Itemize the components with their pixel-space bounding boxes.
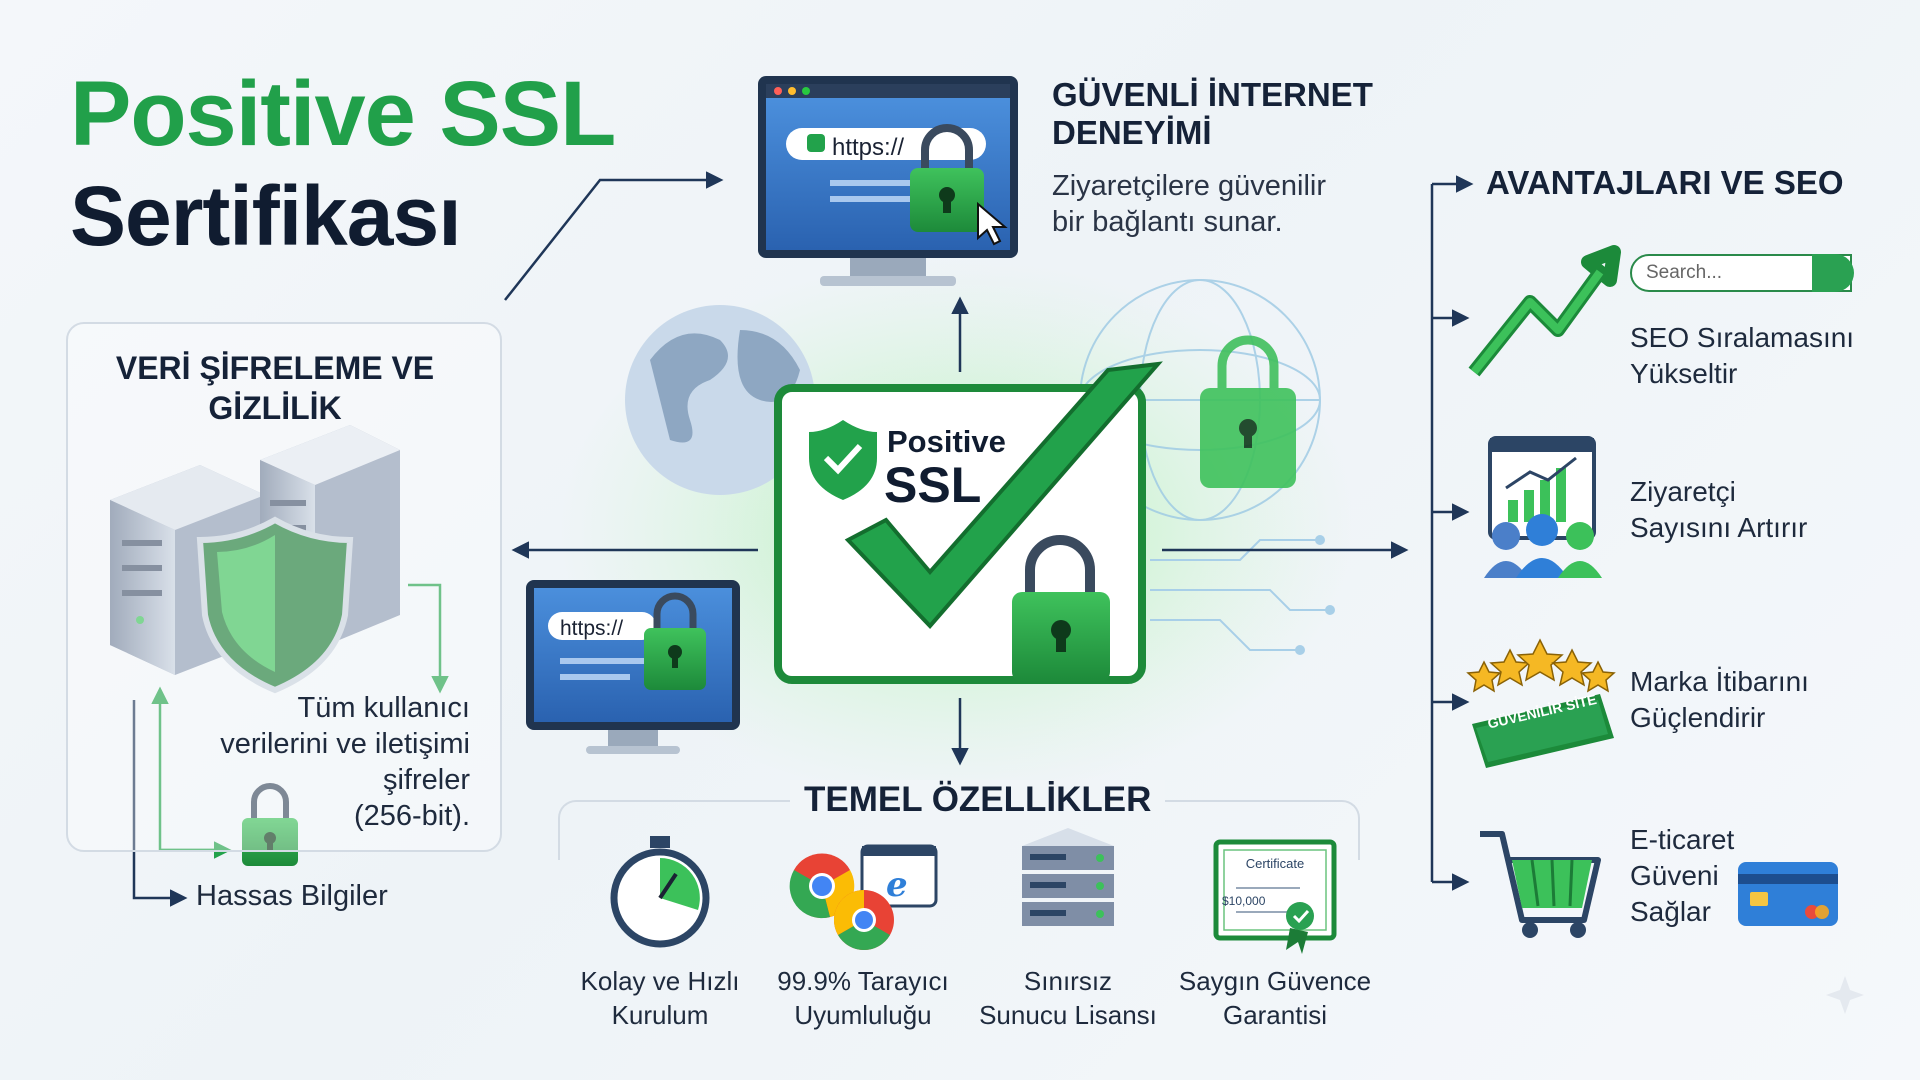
avantaj-item-marka: Marka İtibarını Güçlendirir: [1630, 666, 1809, 733]
url-small: https://: [560, 617, 624, 640]
shopping-cart-icon: [1480, 831, 1601, 938]
guvenli-description: Ziyaretçilere güvenilir bir bağlantı sun…: [1052, 170, 1326, 238]
ssl-brand-line2: SSL: [884, 457, 982, 513]
feature-tarayici: 99.9% Tarayıcı Uyumluluğu: [777, 966, 949, 1030]
avantaj-item-eticaret: E-ticaret Güveni Sağlar: [1630, 824, 1735, 927]
avantaj-item-ziyaretci: Ziyaretçi Sayısını Artırır: [1630, 476, 1808, 543]
certificate-title: Certificate: [1245, 856, 1305, 871]
url-lock-icon: [807, 134, 825, 152]
arrow-encrypt-down: [408, 583, 449, 694]
avantaj-heading: AVANTAJLARI VE SEO: [1486, 164, 1844, 201]
arrow-to-hassas: [132, 700, 188, 907]
hassas-label: Hassas Bilgiler: [196, 880, 388, 912]
veri-panel: [66, 322, 502, 852]
globe-icon: [625, 305, 815, 495]
avantaj-item-seo: SEO Sıralamasını Yükseltir: [1630, 322, 1855, 389]
lock-icon-top-monitor: [910, 124, 984, 232]
shield-icon: [196, 516, 354, 694]
veri-heading: VERİ ŞİFRELEME VE GİZLİLİK: [115, 350, 435, 426]
badge-ribbon: [1472, 694, 1614, 768]
feature-kurulum: Kolay ve Hızlı Kurulum: [580, 966, 740, 1030]
credit-card-icon: [1738, 862, 1838, 926]
ssl-brand-line1: Positive: [887, 424, 1006, 459]
stopwatch-icon: [610, 836, 710, 948]
lock-icon-hassas: [242, 783, 298, 866]
lock-icon-center: [1012, 535, 1110, 682]
growth-arrow-icon: [1468, 245, 1621, 377]
avantaj-bracket: [1430, 175, 1474, 891]
search-button[interactable]: [1812, 254, 1854, 292]
url-top: https://: [832, 134, 905, 161]
monitor-icon-small: [526, 580, 740, 754]
certificate-icon: [1213, 839, 1337, 954]
svg-text:e: e: [886, 865, 908, 905]
feature-sunucu: Sınırsız Sunucu Lisansı: [979, 966, 1157, 1030]
rating-stars-icon: [1466, 638, 1616, 693]
page-title-line1: Positive SSL: [70, 63, 616, 165]
sparkle-icon: [1826, 976, 1864, 1014]
veri-description: Tüm kullanıcı verilerini ve iletişimi şi…: [220, 692, 470, 832]
guvenli-heading: GÜVENLİ İNTERNET DENEYİMİ: [1052, 76, 1373, 151]
cursor-icon: [977, 201, 1008, 246]
analytics-users-icon: [1484, 436, 1602, 578]
certificate-amount: $10,000: [1222, 894, 1266, 908]
page-title-line2: Sertifikası: [70, 169, 462, 263]
lock-icon-glow: [1200, 335, 1296, 488]
feature-guvence: Saygın Güvence Garantisi: [1178, 966, 1372, 1030]
server-stack-icon: [1022, 828, 1114, 926]
temel-heading: TEMEL ÖZELLİKLER: [790, 780, 1166, 820]
lock-icon-small-monitor: [644, 592, 706, 690]
browsers-icon: e: [789, 844, 938, 951]
arrow-to-guvenli: [504, 171, 724, 301]
